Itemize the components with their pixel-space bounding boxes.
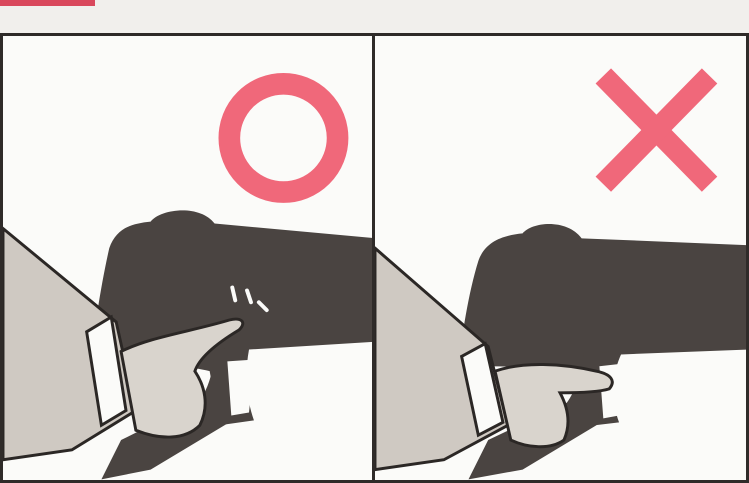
nozzle-trigger	[227, 359, 257, 415]
top-accent-mark	[0, 0, 95, 6]
panel-correct	[0, 33, 376, 483]
circle-icon	[229, 84, 337, 192]
wrong-illustration	[375, 36, 746, 480]
cross-icon	[603, 76, 709, 184]
top-strip	[0, 0, 749, 30]
correct-illustration	[3, 36, 373, 480]
panel-wrong	[372, 33, 749, 483]
